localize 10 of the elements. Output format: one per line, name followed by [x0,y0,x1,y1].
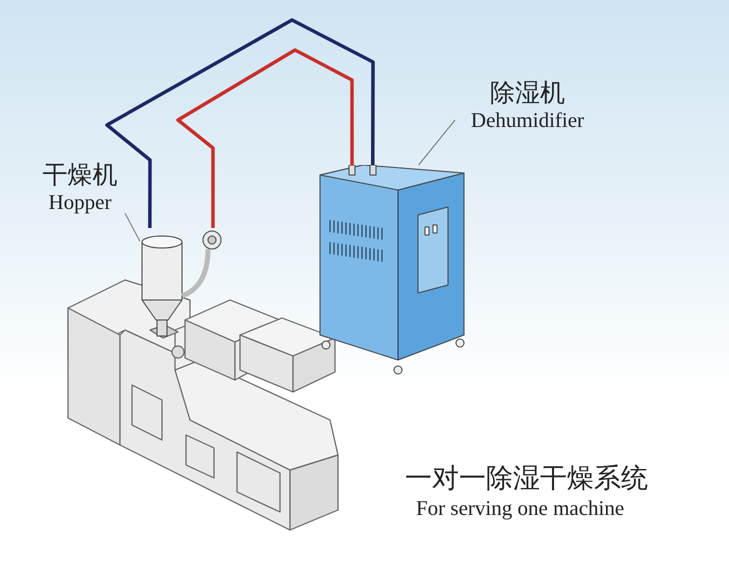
leader-line [418,120,456,166]
part-label: 干燥机 [42,160,118,190]
part-label-english: Hopper [48,190,112,214]
caption-text: 一对一除湿干燥系统 [405,464,648,494]
pipe [105,18,375,228]
caption-text-english: For serving one machine [416,496,624,520]
pipe [176,48,354,228]
part-label: 除湿机 [490,78,565,108]
leader-line [124,212,140,242]
part-label-english: Dehumidifier [470,108,584,132]
